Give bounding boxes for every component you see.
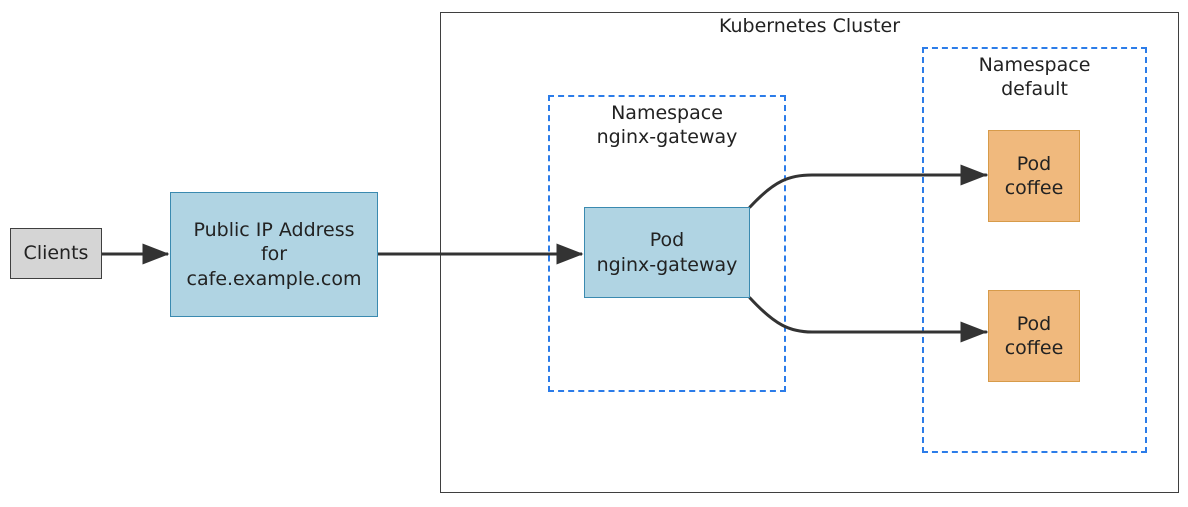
node-pod-nginx-gateway[interactable]: Pod nginx-gateway bbox=[584, 207, 750, 298]
node-clients-label: Clients bbox=[23, 242, 89, 265]
node-public-ip-line3: cafe.example.com bbox=[186, 267, 362, 290]
node-pod-coffee-2[interactable]: Pod coffee bbox=[988, 290, 1080, 382]
node-public-ip-line2: for bbox=[260, 243, 288, 266]
node-pod-coffee-2-line1: Pod bbox=[1016, 312, 1052, 335]
node-pod-nginx-gateway-line2: nginx-gateway bbox=[596, 253, 738, 276]
node-pod-coffee-1-line2: coffee bbox=[1004, 177, 1064, 199]
namespace-default-label: Namespace default bbox=[978, 54, 1091, 101]
node-clients[interactable]: Clients bbox=[10, 228, 102, 279]
node-pod-nginx-gateway-line1: Pod bbox=[649, 229, 685, 252]
node-pod-coffee-1[interactable]: Pod coffee bbox=[988, 130, 1080, 222]
node-pod-coffee-2-line2: coffee bbox=[1004, 337, 1064, 359]
namespace-nginx-gateway-boundary bbox=[548, 95, 786, 392]
namespace-nginx-gateway-label: Namespace nginx-gateway bbox=[596, 102, 738, 149]
cluster-kubernetes-label: Kubernetes Cluster bbox=[718, 15, 901, 37]
node-public-ip-line1: Public IP Address bbox=[193, 219, 355, 242]
node-public-ip-address[interactable]: Public IP Address for cafe.example.com bbox=[170, 192, 378, 317]
namespace-default-boundary bbox=[922, 47, 1147, 453]
node-pod-coffee-1-line1: Pod bbox=[1016, 152, 1052, 175]
